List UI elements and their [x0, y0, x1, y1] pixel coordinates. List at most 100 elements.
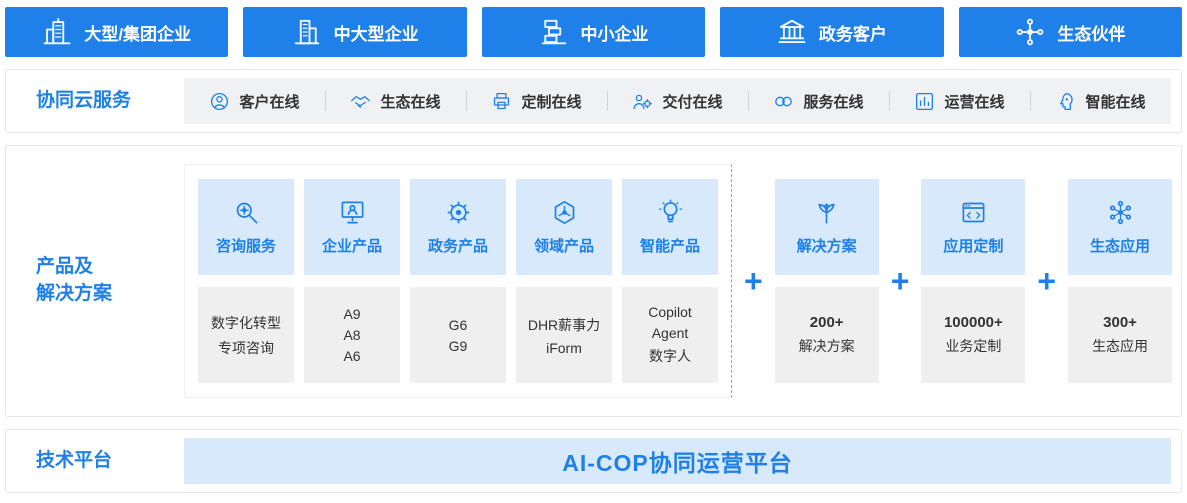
small-building-icon — [539, 17, 569, 47]
service-item-service-online[interactable]: 服务在线 — [748, 78, 889, 124]
lightbulb-icon — [657, 198, 684, 226]
service-item-ecosystem-online[interactable]: 生态在线 — [325, 78, 466, 124]
browser-code-icon — [960, 199, 987, 226]
stat-value: 100000+ — [943, 314, 1003, 331]
person-gear-icon — [632, 91, 653, 112]
product-item: G6 — [448, 316, 468, 333]
column-label: 生态应用 — [1090, 237, 1151, 255]
service-label: 客户在线 — [239, 93, 300, 111]
service-label: 生态在线 — [380, 93, 441, 111]
service-label: 智能在线 — [1085, 93, 1146, 111]
product-column-government: 政务产品 G6 G9 — [410, 179, 506, 383]
service-item-customization-online[interactable]: 定制在线 — [466, 78, 607, 124]
platform-section: 技术平台 AI-COP协同运营平台 — [5, 429, 1182, 493]
column-items-domain: DHR薪事力 iForm — [516, 287, 612, 383]
section-title-products: 产品及 解决方案 — [6, 254, 184, 307]
plus-sign: + — [1037, 263, 1057, 299]
stat-value: 300+ — [1103, 314, 1137, 331]
column-label: 企业产品 — [321, 237, 382, 255]
tab-label: 中小企业 — [580, 24, 649, 44]
product-item: DHR薪事力 — [527, 316, 601, 333]
column-header-government: 政务产品 — [410, 179, 506, 275]
service-item-ai-online[interactable]: 智能在线 — [1030, 78, 1171, 124]
column-header-enterprise: 企业产品 — [304, 179, 400, 275]
solutions-stats: 200+ 解决方案 — [774, 287, 879, 383]
product-item: Agent — [651, 325, 689, 341]
service-item-customer-online[interactable]: 客户在线 — [184, 78, 325, 124]
handshake-icon — [350, 91, 371, 112]
gear-icon — [445, 199, 472, 226]
plus-sign: + — [890, 263, 910, 299]
product-item: 专项咨询 — [218, 339, 274, 356]
column-items-enterprise: A9 A8 A6 — [304, 287, 400, 383]
product-column-enterprise: 企业产品 A9 A8 A6 — [304, 179, 400, 383]
bar-chart-icon — [914, 91, 935, 112]
service-label: 定制在线 — [521, 93, 582, 111]
app-customization-stats: 100000+ 业务定制 — [921, 287, 1026, 383]
column-header-solutions: 解决方案 — [774, 179, 879, 275]
column-header-domain: 领域产品 — [516, 179, 612, 275]
column-header-app-customization: 应用定制 — [921, 179, 1026, 275]
solutions-column: 解决方案 200+ 解决方案 — [774, 179, 879, 383]
column-label: 领域产品 — [533, 237, 594, 255]
stat-caption: 业务定制 — [945, 338, 1002, 354]
section-title-cloud-services: 协同云服务 — [36, 89, 132, 111]
tab-label: 大型/集团企业 — [84, 24, 192, 44]
ecosystem-network-icon — [1015, 17, 1045, 47]
ai-head-icon — [1055, 91, 1076, 112]
tab-label: 生态伙伴 — [1057, 24, 1126, 44]
tab-label: 政务客户 — [818, 24, 887, 44]
service-item-operation-online[interactable]: 运营在线 — [889, 78, 1030, 124]
services-bar: 客户在线 生态在线 定制在线 交付在线 — [184, 78, 1171, 124]
eco-apps-column: 生态应用 300+ 生态应用 — [1068, 179, 1173, 383]
tab-label: 中大型企业 — [333, 24, 419, 44]
tab-ecosystem-partners[interactable]: 生态伙伴 — [958, 7, 1183, 57]
column-label: 应用定制 — [943, 237, 1004, 255]
products-area: 咨询服务 数字化转型 专项咨询 企业产品 A9 — [184, 164, 1173, 398]
product-column-domain: 领域产品 DHR薪事力 iForm — [516, 179, 612, 383]
product-item: iForm — [546, 339, 582, 356]
column-header-intelligent: 智能产品 — [622, 179, 718, 275]
product-column-consulting: 咨询服务 数字化转型 专项咨询 — [198, 179, 294, 383]
column-items-consulting: 数字化转型 专项咨询 — [198, 287, 294, 383]
products-title-line2: 解决方案 — [36, 283, 113, 304]
monitor-person-icon — [339, 199, 366, 226]
eco-apps-stats: 300+ 生态应用 — [1068, 287, 1173, 383]
customer-segment-tabs: 大型/集团企业 中大型企业 中小企业 政务客户 生态伙伴 — [5, 7, 1183, 57]
stat-caption: 解决方案 — [798, 338, 855, 354]
product-item: A8 — [343, 327, 361, 343]
column-label: 政务产品 — [427, 237, 488, 255]
column-label: 咨询服务 — [215, 237, 276, 255]
product-item: 数字人 — [649, 348, 691, 364]
column-items-intelligent: Copilot Agent 数字人 — [622, 287, 718, 383]
tab-government-customers[interactable]: 政务客户 — [720, 7, 944, 57]
column-label: 智能产品 — [639, 237, 700, 255]
product-columns-group: 咨询服务 数字化转型 专项咨询 企业产品 A9 — [184, 164, 732, 398]
office-building-icon — [292, 17, 322, 47]
growth-arrows-icon — [813, 199, 840, 226]
customer-person-icon — [209, 91, 230, 112]
magnifier-gear-icon — [233, 199, 260, 226]
plus-sign: + — [744, 263, 763, 299]
product-item: Copilot — [648, 304, 692, 320]
molecule-icon — [1107, 199, 1134, 226]
products-title-line1: 产品及 — [36, 256, 94, 278]
service-label: 运营在线 — [944, 93, 1005, 111]
column-label: 解决方案 — [796, 237, 857, 255]
product-item: 数字化转型 — [211, 314, 281, 331]
product-item: G9 — [448, 337, 468, 354]
products-section: 产品及 解决方案 咨询服务 数字化转型 专项咨询 — [5, 145, 1182, 417]
platform-bar: AI-COP协同运营平台 — [184, 438, 1171, 484]
product-column-intelligent: 智能产品 Copilot Agent 数字人 — [622, 179, 718, 383]
tab-medium-large-enterprise[interactable]: 中大型企业 — [243, 7, 467, 57]
service-item-delivery-online[interactable]: 交付在线 — [607, 78, 748, 124]
infinity-icon — [773, 91, 794, 112]
hexagon-node-icon — [551, 199, 578, 226]
tab-large-group-enterprise[interactable]: 大型/集团企业 — [5, 7, 229, 57]
app-customization-column: 应用定制 100000+ 业务定制 — [921, 179, 1026, 383]
tab-small-medium-enterprise[interactable]: 中小企业 — [481, 7, 706, 57]
column-header-eco-apps: 生态应用 — [1068, 179, 1173, 275]
printer-icon — [491, 91, 512, 112]
product-item: A6 — [343, 348, 361, 364]
